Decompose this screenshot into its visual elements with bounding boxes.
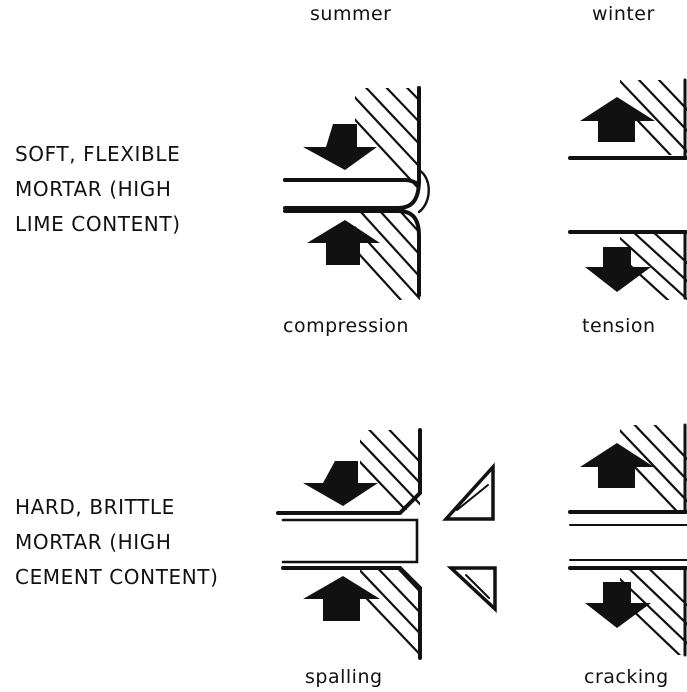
brick-hatching — [360, 566, 420, 660]
panel-soft-summer — [283, 86, 430, 300]
arrow-down-icon — [303, 124, 377, 170]
arrow-down-icon — [585, 582, 651, 628]
arrow-up-icon — [307, 220, 380, 265]
spalled-fragment — [442, 462, 495, 521]
row-label-line: SOFT, FLEXIBLE — [15, 142, 181, 166]
row-label-line: LIME CONTENT) — [15, 212, 181, 236]
brick-hatching — [355, 88, 420, 192]
spalled-fragment — [446, 566, 497, 614]
arrow-up-icon — [580, 97, 655, 142]
arrow-up-icon — [303, 576, 380, 621]
row-label-hard-mortar: HARD, BRITTLE MORTAR (HIGH CEMENT CONTEN… — [15, 490, 219, 595]
caption-spalling: spalling — [305, 666, 383, 688]
row-label-line: MORTAR (HIGH — [15, 530, 172, 554]
arrow-down-icon — [303, 461, 378, 506]
column-header-summer: summer — [310, 3, 392, 25]
caption-compression: compression — [283, 315, 409, 337]
column-header-winter: winter — [592, 3, 655, 25]
brick-hatching — [620, 425, 687, 512]
row-label-soft-mortar: SOFT, FLEXIBLE MORTAR (HIGH LIME CONTENT… — [15, 137, 181, 242]
row-label-line: MORTAR (HIGH — [15, 177, 172, 201]
row-label-line: HARD, BRITTLE — [15, 495, 175, 519]
panel-hard-winter — [568, 423, 687, 657]
arrow-down-icon — [585, 247, 651, 292]
arrow-up-icon — [580, 443, 654, 488]
panel-soft-winter — [568, 78, 687, 300]
caption-tension: tension — [582, 315, 656, 337]
caption-cracking: cracking — [584, 666, 669, 688]
row-label-line: CEMENT CONTENT) — [15, 565, 219, 589]
panel-hard-summer — [276, 428, 497, 660]
